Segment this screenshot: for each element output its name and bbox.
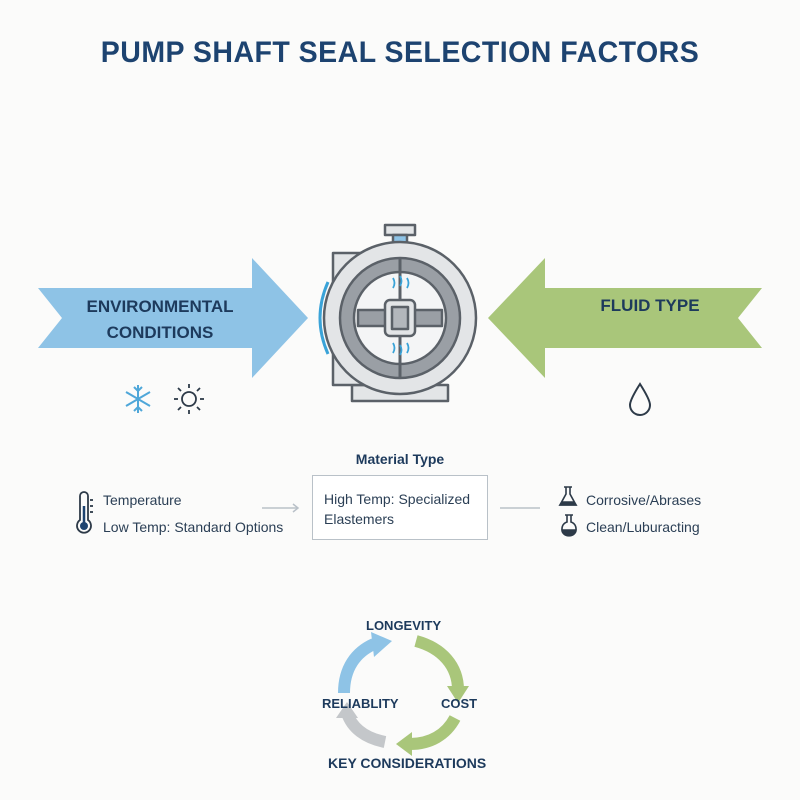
fluid-type-label: FLUID TYPE (600, 296, 700, 315)
temperature-label: Temperature (103, 492, 182, 508)
flow-marks-icon (392, 275, 410, 356)
page-title: PUMP SHAFT SEAL SELECTION FACTORS (100, 36, 700, 69)
clean-label: Clean/Luburacting (586, 519, 700, 535)
sun-icon (174, 384, 204, 414)
cycle-arrow-green-bottom (409, 714, 461, 750)
material-line2: Elastemers (324, 511, 395, 527)
beaker-icon (561, 514, 577, 537)
cycle-arrowhead-green-top (447, 686, 469, 703)
material-line1: High Temp: Specialized (324, 491, 471, 507)
thermometer-icon (76, 491, 93, 534)
cycle-arrow-blue (338, 638, 377, 694)
droplet-icon (628, 382, 652, 416)
key-considerations-title: KEY CONSIDERATIONS (328, 755, 487, 771)
material-type-title: Material Type (355, 451, 445, 467)
seal-arc-icon (318, 281, 330, 355)
snowflake-icon (125, 385, 151, 413)
pump-icon (322, 223, 478, 403)
low-temp-label: Low Temp: Standard Options (103, 519, 284, 535)
cycle-arrow-green-top (414, 635, 464, 691)
material-type-box: High Temp: Specialized Elastemers (312, 475, 488, 540)
cycle-diagram (336, 632, 469, 756)
fluid-arrow (488, 258, 762, 378)
cost-label: COST (441, 696, 478, 711)
corrosive-label: Corrosive/Abrases (586, 492, 702, 508)
cycle-arrowhead-gray (336, 702, 358, 718)
environmental-arrow (38, 258, 308, 378)
environmental-conditions-label: ENVIRONMENTAL CONDITIONS (60, 294, 260, 346)
environmental-label-line2: CONDITIONS (106, 323, 214, 342)
flask-icon (558, 486, 578, 506)
reliability-label: RELIABLITY (322, 696, 399, 711)
cycle-arrowhead-green-bottom (396, 732, 412, 756)
connector-arrow-icon (292, 503, 300, 513)
environmental-label-line1: ENVIRONMENTAL (86, 297, 234, 316)
longevity-label: LONGEVITY (366, 618, 442, 633)
cycle-arrowhead-blue (371, 632, 392, 657)
